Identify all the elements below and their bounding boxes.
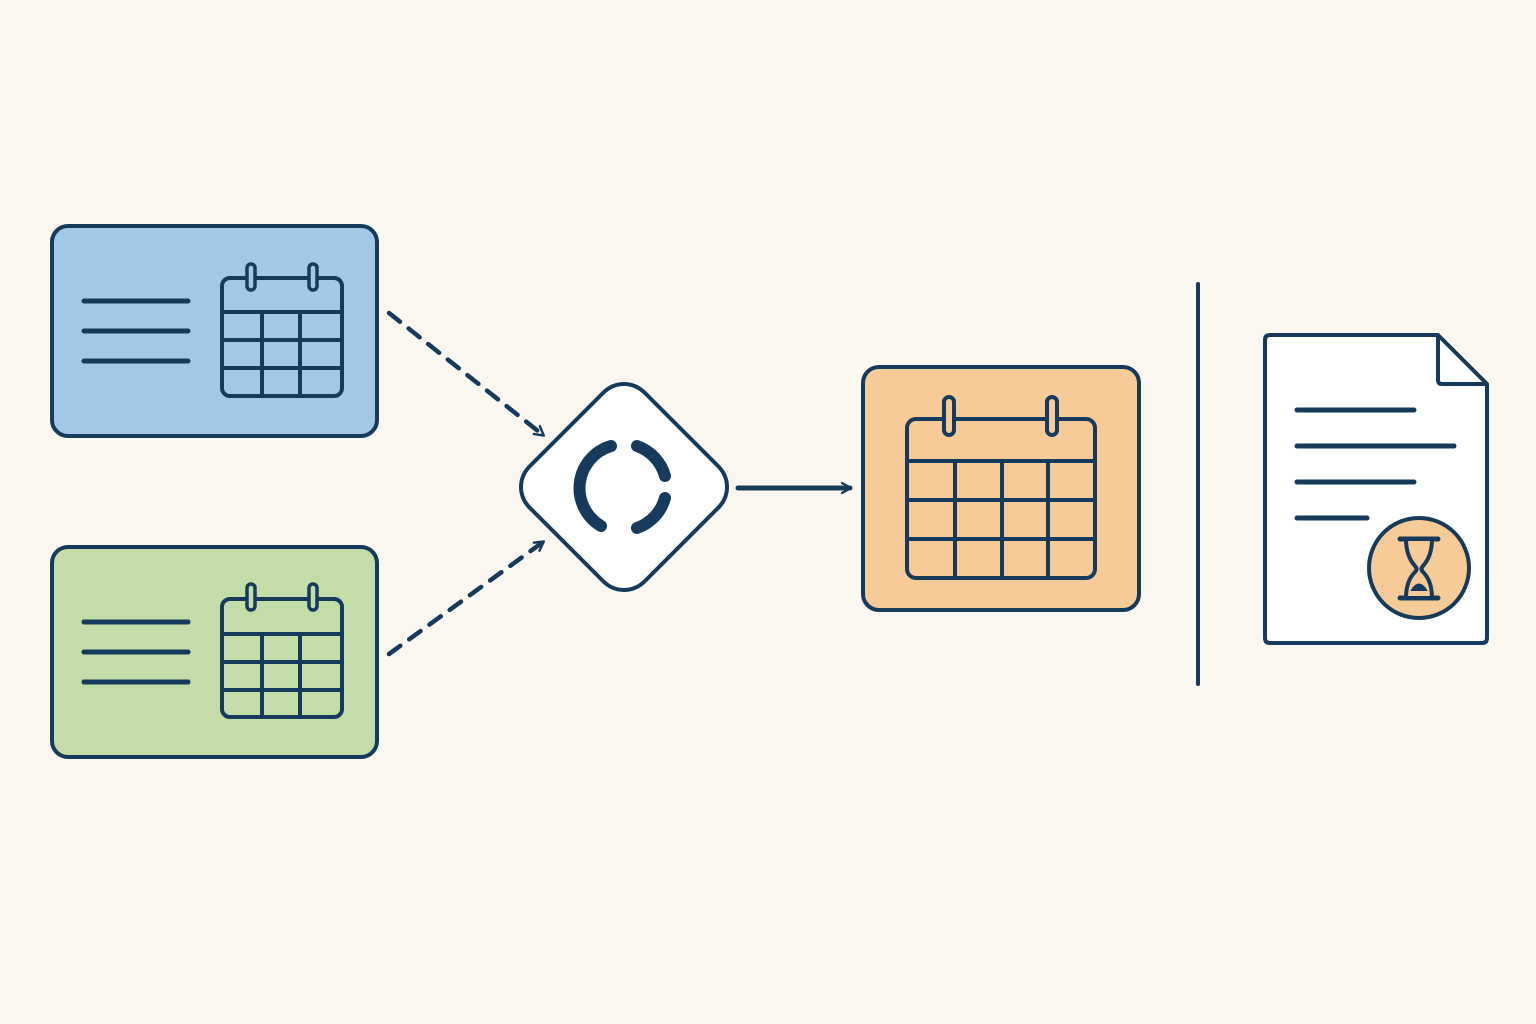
text-lines-icon bbox=[1294, 407, 1457, 521]
sync-hub-diamond bbox=[518, 381, 730, 593]
source-calendar-a-card bbox=[50, 224, 379, 438]
calendar-icon bbox=[905, 395, 1097, 580]
hourglass-badge bbox=[1367, 516, 1471, 620]
hourglass-icon bbox=[1397, 536, 1441, 601]
calendar-icon bbox=[220, 262, 344, 398]
sync-icon bbox=[573, 440, 671, 534]
text-lines-icon bbox=[81, 298, 191, 364]
calendar-icon bbox=[220, 582, 344, 719]
source-calendar-b-card bbox=[50, 545, 379, 759]
edge-source-a-to-hub bbox=[386, 310, 546, 438]
merged-calendar-card bbox=[861, 365, 1141, 612]
pending-document bbox=[1263, 333, 1489, 645]
text-lines-icon bbox=[81, 619, 191, 685]
edge-source-b-to-hub bbox=[386, 539, 546, 657]
